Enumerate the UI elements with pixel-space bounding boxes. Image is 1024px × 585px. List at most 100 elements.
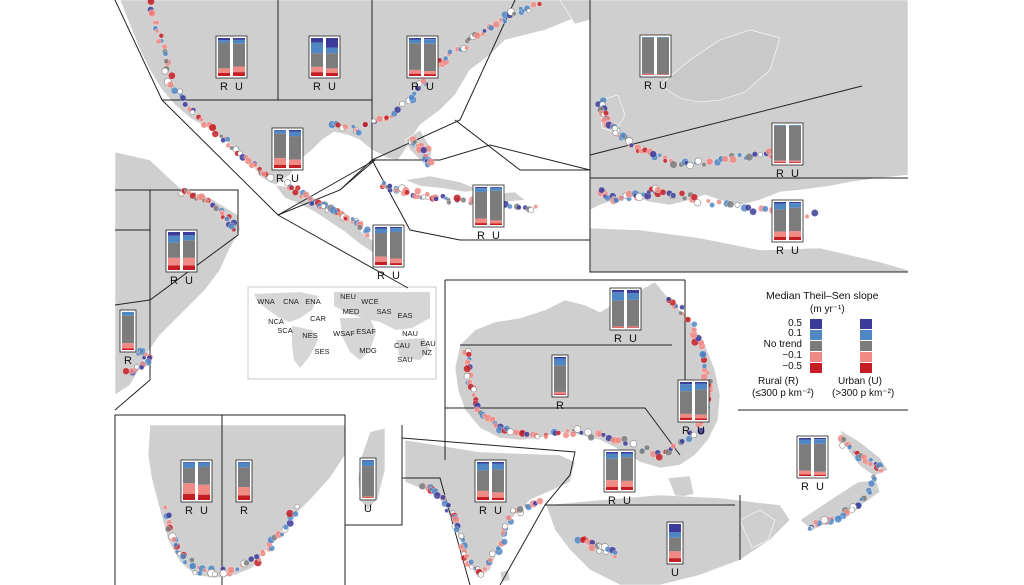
- coastal-dot: [228, 222, 235, 230]
- bar-segment: [409, 69, 421, 74]
- bar-segment: [612, 326, 624, 328]
- coastal-dot: [412, 139, 418, 145]
- coastal-dot: [424, 191, 430, 197]
- coastal-dot: [433, 196, 439, 202]
- coastal-dot: [148, 9, 156, 18]
- bar-segment: [362, 496, 374, 498]
- coastal-dot: [673, 303, 679, 309]
- bar-segment: [475, 223, 487, 225]
- coastal-dot: [691, 321, 698, 328]
- coastal-dot: [537, 1, 542, 7]
- bar-segment: [238, 495, 250, 500]
- coastal-dot: [685, 435, 693, 443]
- coastal-dot: [282, 524, 289, 531]
- bar-segment: [311, 72, 323, 76]
- bar-segment: [289, 136, 301, 160]
- bar-segment: [554, 365, 566, 392]
- coastal-dot: [171, 536, 177, 543]
- bar-segment: [554, 357, 566, 359]
- coastal-dot: [533, 204, 538, 209]
- bar-segment: [326, 53, 338, 69]
- coastal-dot: [670, 442, 677, 450]
- coastal-dot: [168, 71, 176, 80]
- urban-swatch: [860, 330, 872, 340]
- coastal-dot: [697, 427, 705, 436]
- bar-segment: [799, 474, 811, 476]
- bar-segment: [669, 537, 681, 552]
- coastal-dot: [506, 428, 514, 436]
- bar-segment: [274, 133, 286, 159]
- bar-segment: [375, 261, 387, 265]
- legend-unit: (m yr⁻¹): [810, 304, 845, 315]
- coastal-dot: [555, 430, 562, 436]
- bar-segment: [642, 37, 654, 38]
- bar-segment: [814, 474, 826, 476]
- coastal-dot: [208, 123, 217, 132]
- bar-segment: [424, 71, 436, 75]
- bar-segment: [492, 463, 504, 470]
- coastal-dot: [654, 186, 662, 193]
- bar-segment: [475, 218, 487, 224]
- urban-swatch: [860, 352, 872, 362]
- coastal-dot: [878, 468, 884, 474]
- coastal-dot: [500, 538, 508, 546]
- rural-swatch: [810, 363, 822, 373]
- bar-segment: [409, 39, 421, 44]
- legend-urban-label: Urban (U): [838, 376, 882, 387]
- bar-segment: [606, 452, 618, 454]
- coastal-dot: [691, 326, 698, 333]
- bar-segment: [490, 190, 502, 221]
- coastal-dot: [394, 106, 402, 114]
- coastal-dot: [170, 87, 179, 95]
- coastal-dot: [487, 557, 493, 563]
- inset-region-label: EAU: [420, 339, 435, 348]
- coastal-dot: [253, 553, 260, 560]
- australia-land: [454, 281, 721, 469]
- bar-segment: [362, 460, 374, 467]
- legend-rural-swatch-column: [810, 319, 822, 373]
- coastal-dot: [693, 199, 702, 207]
- bar-segment: [612, 290, 624, 293]
- inset-region-label: NCA: [268, 317, 284, 326]
- bar-segment: [326, 68, 338, 73]
- coastal-dot: [399, 100, 406, 108]
- bar-segment: [554, 358, 566, 366]
- bar-segment: [122, 343, 134, 349]
- bar-segment: [477, 463, 489, 471]
- inset-region-label: SAS: [376, 307, 391, 316]
- coastal-dot: [185, 189, 192, 196]
- bar-segment: [680, 384, 692, 392]
- bar-label: U: [791, 245, 799, 257]
- bar-segment: [695, 414, 707, 419]
- bar-segment: [311, 66, 323, 73]
- bar-segment: [669, 524, 681, 533]
- coastal-dot: [512, 429, 520, 436]
- bar-segment: [789, 231, 801, 237]
- inset-region-label: CAU: [394, 341, 410, 350]
- coastal-dot: [846, 444, 853, 450]
- bar-segment: [311, 42, 323, 54]
- coastal-dot: [212, 205, 220, 212]
- coastal-dot: [600, 432, 606, 438]
- coastal-dot: [686, 162, 694, 170]
- bar-segment: [774, 231, 786, 237]
- coastal-dot: [612, 129, 619, 136]
- coastal-dot: [243, 559, 250, 566]
- coastal-dot: [333, 208, 339, 214]
- bar-label: U: [791, 168, 799, 180]
- coastal-dot: [709, 202, 715, 208]
- coastal-dot: [477, 571, 485, 578]
- inset-region-label: EAS: [397, 311, 412, 320]
- coastal-dot: [871, 476, 878, 482]
- bar-segment: [122, 315, 134, 344]
- bar-segment: [490, 223, 502, 225]
- coastal-dot: [619, 131, 627, 139]
- coastal-dot: [351, 124, 356, 129]
- bar-segment: [477, 470, 489, 491]
- legend-rural-sub: (≤300 p km⁻²): [752, 388, 814, 399]
- coastal-dot: [495, 545, 502, 552]
- bar-segment: [168, 242, 180, 258]
